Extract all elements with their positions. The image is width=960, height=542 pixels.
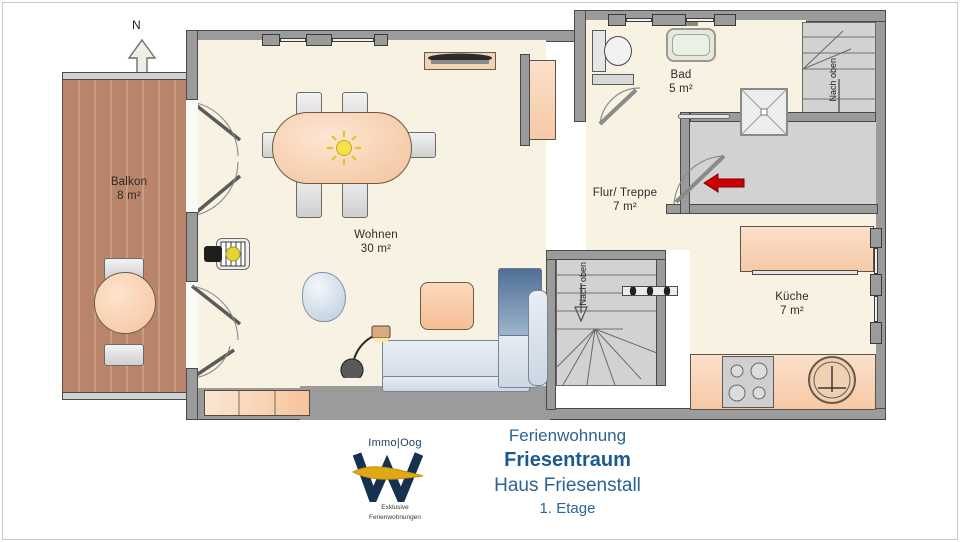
stair-left-label-wrap: Nach oben	[578, 262, 592, 314]
company-logo: Immo|Oog Exklusive Ferienwohnungen	[345, 437, 445, 532]
armchair-beanbag	[302, 272, 346, 322]
balcony-round-table	[94, 272, 156, 334]
title-line-1: Ferienwohnung	[508, 426, 627, 445]
stair-left-treads-icon	[557, 274, 663, 385]
faucet-icon	[686, 22, 698, 26]
title-line-3: Haus Friesenstall	[494, 475, 641, 496]
window-bath-2	[652, 14, 686, 26]
sideboard-divisions-icon	[238, 391, 276, 415]
door-opening-1	[186, 100, 198, 212]
balcony-door-2-icon	[190, 161, 242, 218]
window-right-1	[870, 228, 882, 248]
door-opening-2	[186, 282, 198, 368]
console-items-icon	[428, 53, 492, 64]
room-label-flur: Flur/ Treppe 7 m²	[592, 187, 658, 213]
room-label-bad: Bad 5 m²	[669, 69, 693, 95]
window-top-1	[262, 34, 280, 46]
wall-cabinet-side	[520, 54, 530, 146]
title-line-4: 1. Etage	[539, 500, 596, 517]
logo-w-icon	[351, 452, 424, 502]
kitchen-counter-edge	[752, 270, 858, 275]
hall-landing	[690, 122, 876, 212]
window-right-2-glass	[874, 296, 878, 322]
tv-unit-icon	[216, 238, 250, 270]
window-bath-1	[608, 14, 626, 26]
coat-rack-icon	[622, 286, 678, 296]
logo-wordmark: Immo|Oog	[368, 437, 422, 449]
wall-stair-right	[656, 250, 666, 386]
sideboard	[204, 390, 310, 416]
room-label-wohnen: Wohnen 30 m²	[354, 229, 398, 255]
washbasin-bowl	[672, 34, 710, 56]
kitchen-sink-icon	[808, 356, 856, 404]
stair-left-label: Nach oben	[578, 262, 588, 306]
logo-tagline-1: Exklusive	[381, 504, 409, 511]
window-right-2	[870, 274, 882, 296]
table-centerpiece-icon	[327, 131, 361, 165]
title-lines: Ferienwohnung Friesentraum Haus Friesens…	[450, 425, 685, 520]
window-bath-1-glass	[626, 18, 652, 22]
window-top-3	[374, 34, 388, 46]
title-line-2: Friesentraum	[504, 449, 631, 471]
hall-cabinet	[528, 60, 556, 140]
washbasin-icon	[666, 28, 716, 62]
cooktop-burners-icon	[728, 362, 768, 402]
towel-rail-icon	[678, 114, 730, 119]
window-top-2-glass	[332, 38, 374, 42]
balcony-railing-top	[62, 72, 192, 80]
wall-left-stub-3	[186, 368, 198, 420]
tv-screen-icon	[220, 241, 246, 267]
coat-hooks-icon	[629, 287, 671, 295]
window-right-3	[870, 322, 882, 344]
bath-shelf	[592, 74, 634, 85]
floor-lamp-icon	[340, 325, 391, 378]
window-right-1-glass	[874, 248, 878, 274]
tv-mount-icon	[204, 246, 222, 262]
wall-hall-left	[680, 112, 690, 214]
stair-right-label: Nach oben	[828, 58, 838, 102]
wall-left-stub-2	[186, 212, 198, 282]
coffee-table	[420, 282, 474, 330]
wall-stair-top	[546, 250, 666, 260]
toilet-bowl-icon	[604, 36, 632, 66]
sink-fixture-icon	[813, 361, 851, 399]
shower-drain-icon	[742, 90, 786, 134]
balcony-chair-bottom	[104, 344, 144, 366]
console-table	[424, 52, 496, 70]
room-label-kueche: Küche 7 m²	[775, 291, 809, 317]
bath-door-icon	[598, 87, 641, 126]
title-block: Immo|Oog Exklusive Ferienwohnungen Ferie…	[345, 425, 685, 537]
north-label: N	[132, 18, 141, 32]
sofa-armrest	[528, 290, 548, 386]
wall-bath-left	[574, 10, 586, 122]
entrance-arrow-icon	[703, 173, 745, 193]
shower-tray-icon	[740, 88, 788, 136]
balcony-door-1-icon	[190, 100, 242, 157]
stair-left	[556, 256, 664, 386]
balcony-railing-bottom	[62, 392, 192, 400]
window-top-2	[306, 34, 332, 46]
balcony-door-3-icon	[190, 284, 242, 341]
kitchen-door-icon	[673, 154, 726, 205]
wall-hall-bottom	[666, 204, 878, 214]
cooktop-icon	[722, 356, 774, 408]
stair-right-label-wrap: Nach oben	[828, 58, 842, 114]
room-label-balkon: Balkon 8 m²	[110, 176, 148, 202]
window-top-1-glass	[280, 38, 306, 42]
window-bath-3	[714, 14, 736, 26]
wall-left-stub-1	[186, 30, 198, 100]
window-bath-2-glass	[686, 18, 714, 22]
logo-tagline-2: Ferienwohnungen	[368, 514, 422, 521]
kitchen-upper-counter	[740, 226, 874, 272]
